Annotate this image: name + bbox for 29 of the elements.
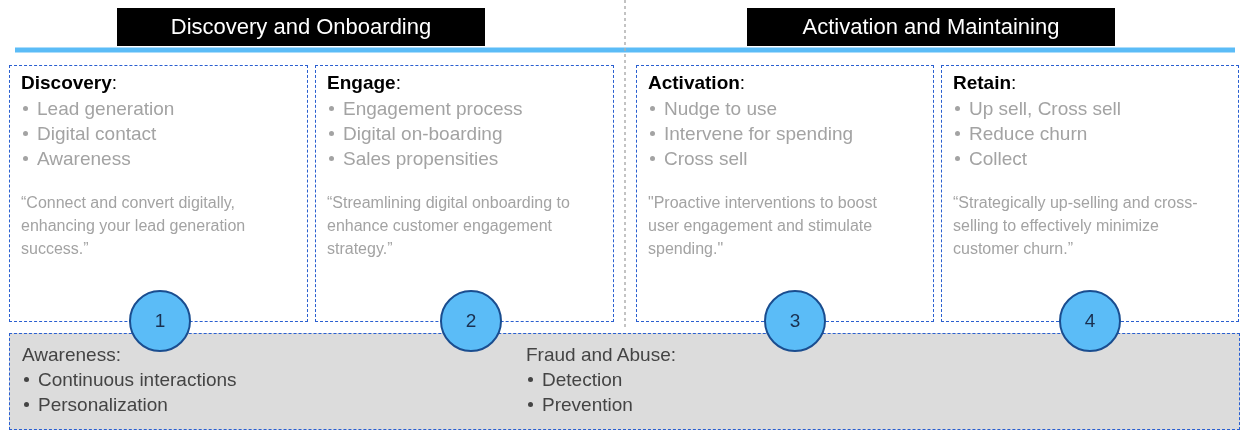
- stage-title: Discovery:: [21, 72, 119, 94]
- section-header: Activation and Maintaining: [747, 8, 1115, 46]
- stage-title: Activation:: [648, 72, 747, 94]
- bullet-item: Reduce churn: [969, 122, 1088, 146]
- stage-title: Engage:: [327, 72, 402, 94]
- quote-text: “Streamlining digital onboarding to enhance customer engagement strategy.”: [327, 193, 571, 259]
- bullet-item: Digital on-boarding: [343, 122, 503, 146]
- bullet-item: Awareness: [37, 147, 131, 171]
- bullet-item: Intervene for spending: [664, 122, 854, 146]
- bullet-item: Digital contact: [37, 122, 157, 146]
- bullet-item: Nudge to use: [664, 97, 778, 121]
- bullet-item: Cross sell: [664, 147, 748, 171]
- quote-text: "Proactive interventions to boost user engagement and stimulate spending.": [648, 193, 878, 259]
- bullet-item: Up sell, Cross sell: [969, 97, 1122, 121]
- section-heading: Awareness:: [22, 343, 121, 367]
- bullet-item: Personalization: [38, 393, 168, 417]
- bullet-item: Detection: [542, 368, 623, 392]
- section-heading: Fraud and Abuse:: [526, 343, 676, 367]
- section-header: Discovery and Onboarding: [117, 8, 485, 46]
- quote-text: “Strategically up-selling and cross-selling to effectively minimize customer churn.”: [953, 193, 1199, 259]
- stage-title: Retain:: [953, 72, 1018, 94]
- bullet-item: Lead generation: [37, 97, 175, 121]
- quote-text: “Connect and convert digitally, enhancing your lead generation success.”: [21, 193, 247, 259]
- info-band: [9, 333, 1240, 430]
- bullet-item: Sales propensities: [343, 147, 499, 171]
- bullet-item: Collect: [969, 147, 1028, 171]
- bullet-item: Engagement process: [343, 97, 523, 121]
- bullet-item: Prevention: [542, 393, 633, 417]
- bullet-item: Continuous interactions: [38, 368, 237, 392]
